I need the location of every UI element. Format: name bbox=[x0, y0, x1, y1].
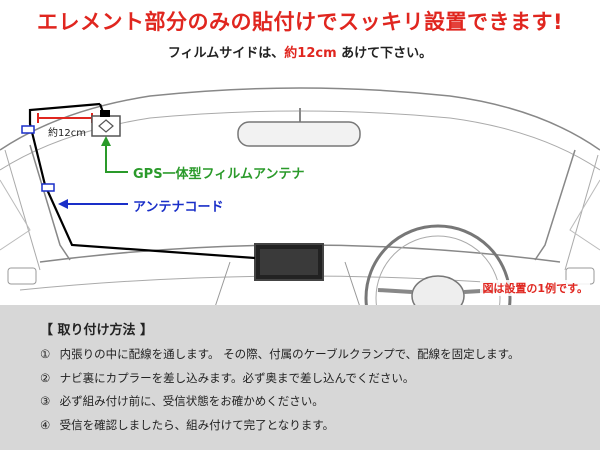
instruction-step: ④ 受信を確認しましたら、組み付けて完了となります。 bbox=[40, 414, 520, 438]
step-number: ③ bbox=[40, 394, 51, 408]
antenna-cord-label: アンテナコード bbox=[133, 200, 224, 215]
step-text: 必ず組み付け前に、受信状態をお確かめください。 bbox=[59, 394, 324, 408]
subline-before: フィルムサイドは、 bbox=[167, 46, 285, 61]
instructions-panel: 【 取り付け方法 】 ① 内張りの中に配線を通します。 その際、付属のケーブルク… bbox=[0, 305, 600, 450]
distance-label: 約12cm bbox=[48, 128, 86, 139]
instructions-title: 【 取り付け方法 】 bbox=[40, 323, 154, 338]
illustration-caption: 図は設置の1例です。 bbox=[480, 280, 590, 296]
car-interior-illustration bbox=[0, 87, 600, 307]
step-text: ナビ裏にカプラーを差し込みます。必ず奥まで差し込んでください。 bbox=[59, 370, 415, 385]
headline: エレメント部分のみの貼付けでスッキリ設置できます! bbox=[36, 10, 564, 34]
gps-antenna-label: GPS一体型フィルムアンテナ bbox=[133, 167, 305, 182]
step-text: 受信を確認しましたら、組み付けて完了となります。 bbox=[59, 417, 335, 432]
step-number: ④ bbox=[40, 417, 51, 432]
step-number: ② bbox=[40, 370, 51, 385]
step-text: 内張りの中に配線を通します。 その際、付属のケーブルクランプで、配線を固定します… bbox=[59, 347, 520, 361]
step-number: ① bbox=[40, 347, 51, 361]
subline-highlight: 約12cm bbox=[284, 46, 337, 61]
instruction-step: ② ナビ裏にカプラーを差し込みます。必ず奥まで差し込んでください。 bbox=[40, 367, 520, 391]
subline: フィルムサイドは、約12cm あけて下さい。 bbox=[0, 42, 600, 61]
instructions-list: ① 内張りの中に配線を通します。 その際、付属のケーブルクランプで、配線を固定し… bbox=[40, 343, 520, 437]
instruction-step: ① 内張りの中に配線を通します。 その際、付属のケーブルクランプで、配線を固定し… bbox=[40, 343, 520, 367]
subline-after: あけて下さい。 bbox=[336, 46, 433, 61]
instruction-step: ③ 必ず組み付け前に、受信状態をお確かめください。 bbox=[40, 390, 520, 414]
